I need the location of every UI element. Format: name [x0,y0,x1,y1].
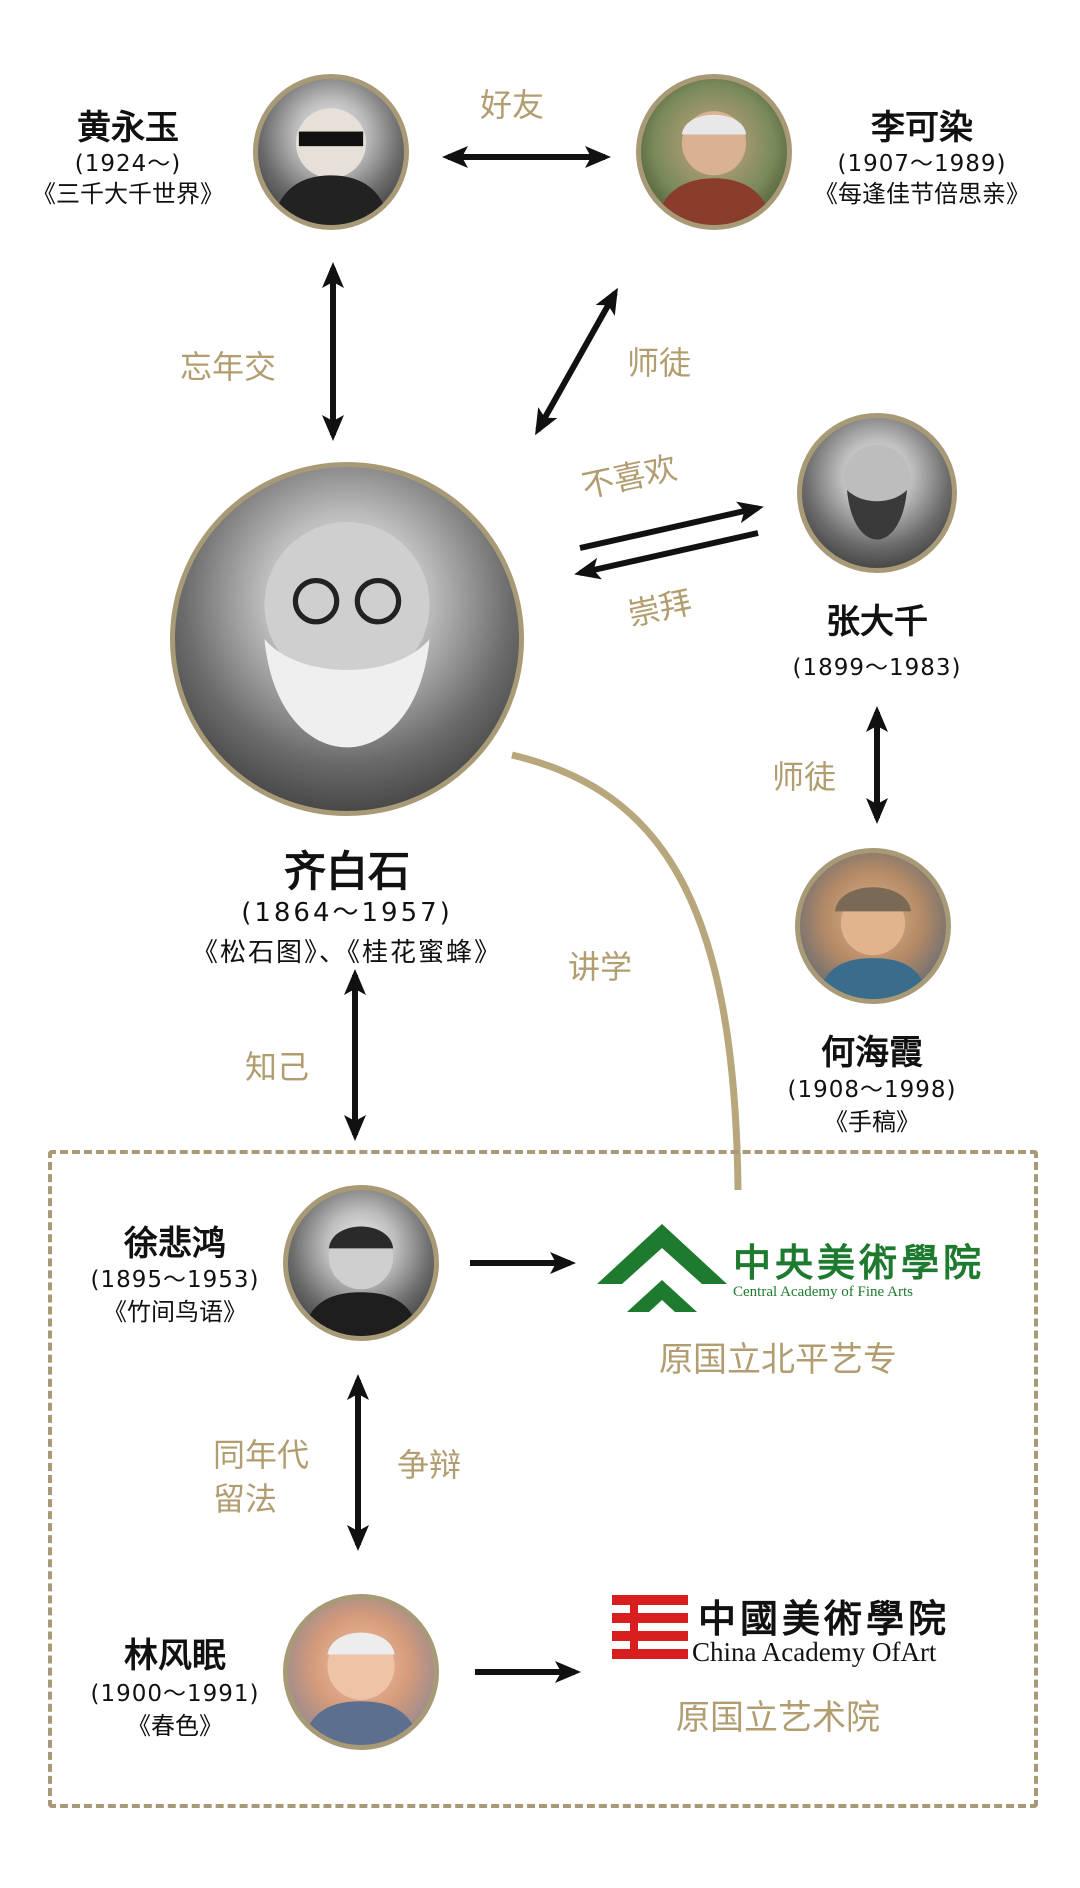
name-li-keran: 李可染 [871,108,973,148]
work-huang-yongyu: 《三千大千世界》 [32,180,224,208]
caa-emblem-icon [612,1595,688,1659]
person-portrait-icon [272,108,390,225]
person-portrait-icon [655,111,773,225]
years-lin-fengmian: (1900～1991) [90,1681,260,1707]
rel-label-li-qi: 师徒 [627,344,692,382]
name-qi-baishi: 齐白石 [283,847,411,896]
work-he-haixia: 《手稿》 [824,1108,920,1136]
cafa-name-en: Central Academy of Fine Arts [733,1284,913,1300]
rel-label-xu-lin-1: 同年代 [213,1436,310,1474]
portrait-li-keran [636,74,792,230]
work-li-keran: 《每逢佳节倍思亲》 [814,180,1030,208]
person-portrait-icon [302,1632,420,1745]
years-he-haixia: (1908～1998) [787,1077,957,1103]
portrait-zhang-daqian [797,413,957,573]
caa-name-en: China Academy OfArt [692,1637,937,1667]
person-portrait-icon [302,1225,420,1336]
caa-caption: 原国立艺术院 [676,1698,880,1738]
cafa-logo [597,1224,727,1312]
rel-label-huang-li: 好友 [480,86,545,124]
caa-name-cn: 中國美術學院 [698,1596,951,1641]
rel-label-huang-qi: 忘年交 [180,348,277,386]
person-portrait-icon [264,522,430,748]
portrait-he-haixia [795,848,951,1004]
person-portrait-icon [817,887,929,999]
portrait-huang-yongyu [253,74,409,230]
cafa-name-cn: 中央美術學院 [733,1240,986,1285]
portrait-xu-beihong [283,1185,439,1341]
years-zhang-daqian: (1899～1983) [792,655,962,681]
name-zhang-daqian: 张大千 [826,602,928,642]
years-huang-yongyu: (1924～) [74,151,182,177]
caa-logo [612,1595,688,1659]
arrow-zhang-qi [574,530,759,580]
cafa-caption: 原国立北平艺专 [659,1340,897,1380]
arrow-li-qi [535,287,618,436]
work-xu-beihong: 《竹间鸟语》 [103,1298,247,1326]
portrait-qi-baishi [170,462,524,816]
rel-label-zhang-he: 师徒 [772,758,837,796]
curve-qi-cafa [511,751,742,1191]
rel-label-xu-lin-2: 留法 [213,1480,278,1518]
name-he-haixia: 何海霞 [821,1033,923,1073]
rel-label-qi-lecture: 讲学 [568,948,633,986]
portrait-lin-fengmian [283,1594,439,1750]
person-portrait-icon [844,445,910,540]
rel-label-xu-lin-3: 争辩 [397,1446,462,1484]
name-lin-fengmian: 林风眠 [124,1636,226,1676]
arrow-qi-zhang [579,501,764,551]
cafa-emblem-icon [597,1224,727,1312]
years-qi-baishi: (1864～1957) [241,898,453,928]
rel-label-qi-xu: 知己 [245,1048,310,1086]
name-xu-beihong: 徐悲鸿 [124,1224,226,1264]
work-qi-baishi: 《松石图》、《桂花蜜蜂》 [191,938,503,968]
name-huang-yongyu: 黄永玉 [77,108,179,148]
work-lin-fengmian: 《春色》 [127,1712,223,1740]
academy-group-box [48,1150,1038,1808]
years-li-keran: (1907～1989) [837,151,1007,177]
years-xu-beihong: (1895～1953) [90,1267,260,1293]
